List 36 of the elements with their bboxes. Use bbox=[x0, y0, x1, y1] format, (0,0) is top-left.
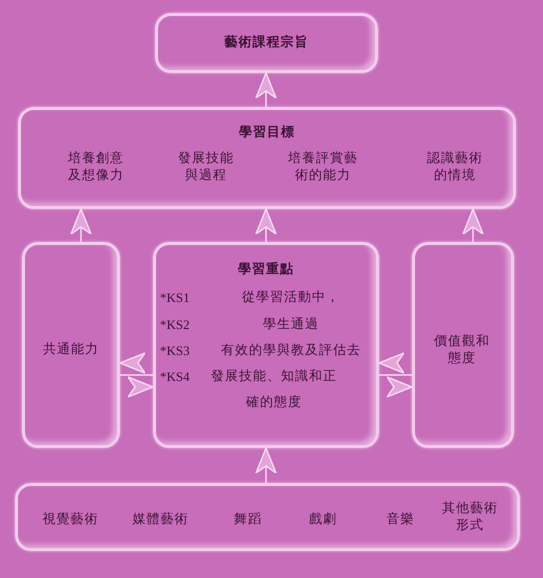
item-marker: *KS4 bbox=[160, 368, 191, 386]
item-text: 從學習活動中， bbox=[241, 289, 341, 307]
item-text: 舞蹈 bbox=[233, 511, 263, 528]
item-marker: *KS3 bbox=[160, 342, 191, 360]
item-text: 發展技能與過程 bbox=[177, 150, 235, 184]
chevron-arrow bbox=[255, 208, 277, 242]
rounded-box bbox=[22, 242, 120, 448]
rounded-box bbox=[15, 483, 520, 551]
box-label: 價值觀和態度 bbox=[433, 333, 491, 367]
item-text: 認識藝術的情境 bbox=[426, 150, 484, 184]
box-label: 藝術課程宗旨 bbox=[224, 34, 310, 51]
rounded-box bbox=[155, 13, 378, 73]
chevron-arrow bbox=[70, 208, 92, 242]
item-text: 培養評賞藝術的能力 bbox=[287, 150, 359, 184]
rounded-box bbox=[18, 107, 516, 209]
item-text: 其他藝術形式 bbox=[441, 500, 499, 534]
item-marker: *KS2 bbox=[160, 316, 191, 334]
box-heading: 學習目標 bbox=[238, 124, 296, 141]
item-text: 音樂 bbox=[386, 511, 416, 528]
chevron-arrow bbox=[255, 447, 277, 483]
box-label: 共通能力 bbox=[42, 341, 100, 358]
item-text: 媒體藝術 bbox=[132, 511, 190, 528]
chevron-arrow bbox=[255, 72, 277, 107]
item-text: 戲劇 bbox=[308, 511, 338, 528]
rounded-box bbox=[153, 242, 379, 448]
rounded-box bbox=[412, 242, 514, 448]
item-text: 培養創意及想像力 bbox=[67, 150, 125, 184]
item-marker: *KS1 bbox=[160, 289, 191, 307]
item-text: 學生通過 bbox=[262, 316, 320, 334]
chevron-arrow bbox=[119, 352, 154, 398]
chevron-arrow bbox=[378, 352, 413, 398]
chevron-arrow bbox=[462, 208, 484, 242]
box-heading: 學習重點 bbox=[237, 261, 295, 278]
item-text: 視覺藝術 bbox=[42, 511, 100, 528]
item-text: 有效的學與教及評估去 bbox=[220, 342, 362, 360]
item-text: 發展技能、知識和正確的態度 bbox=[210, 368, 338, 412]
